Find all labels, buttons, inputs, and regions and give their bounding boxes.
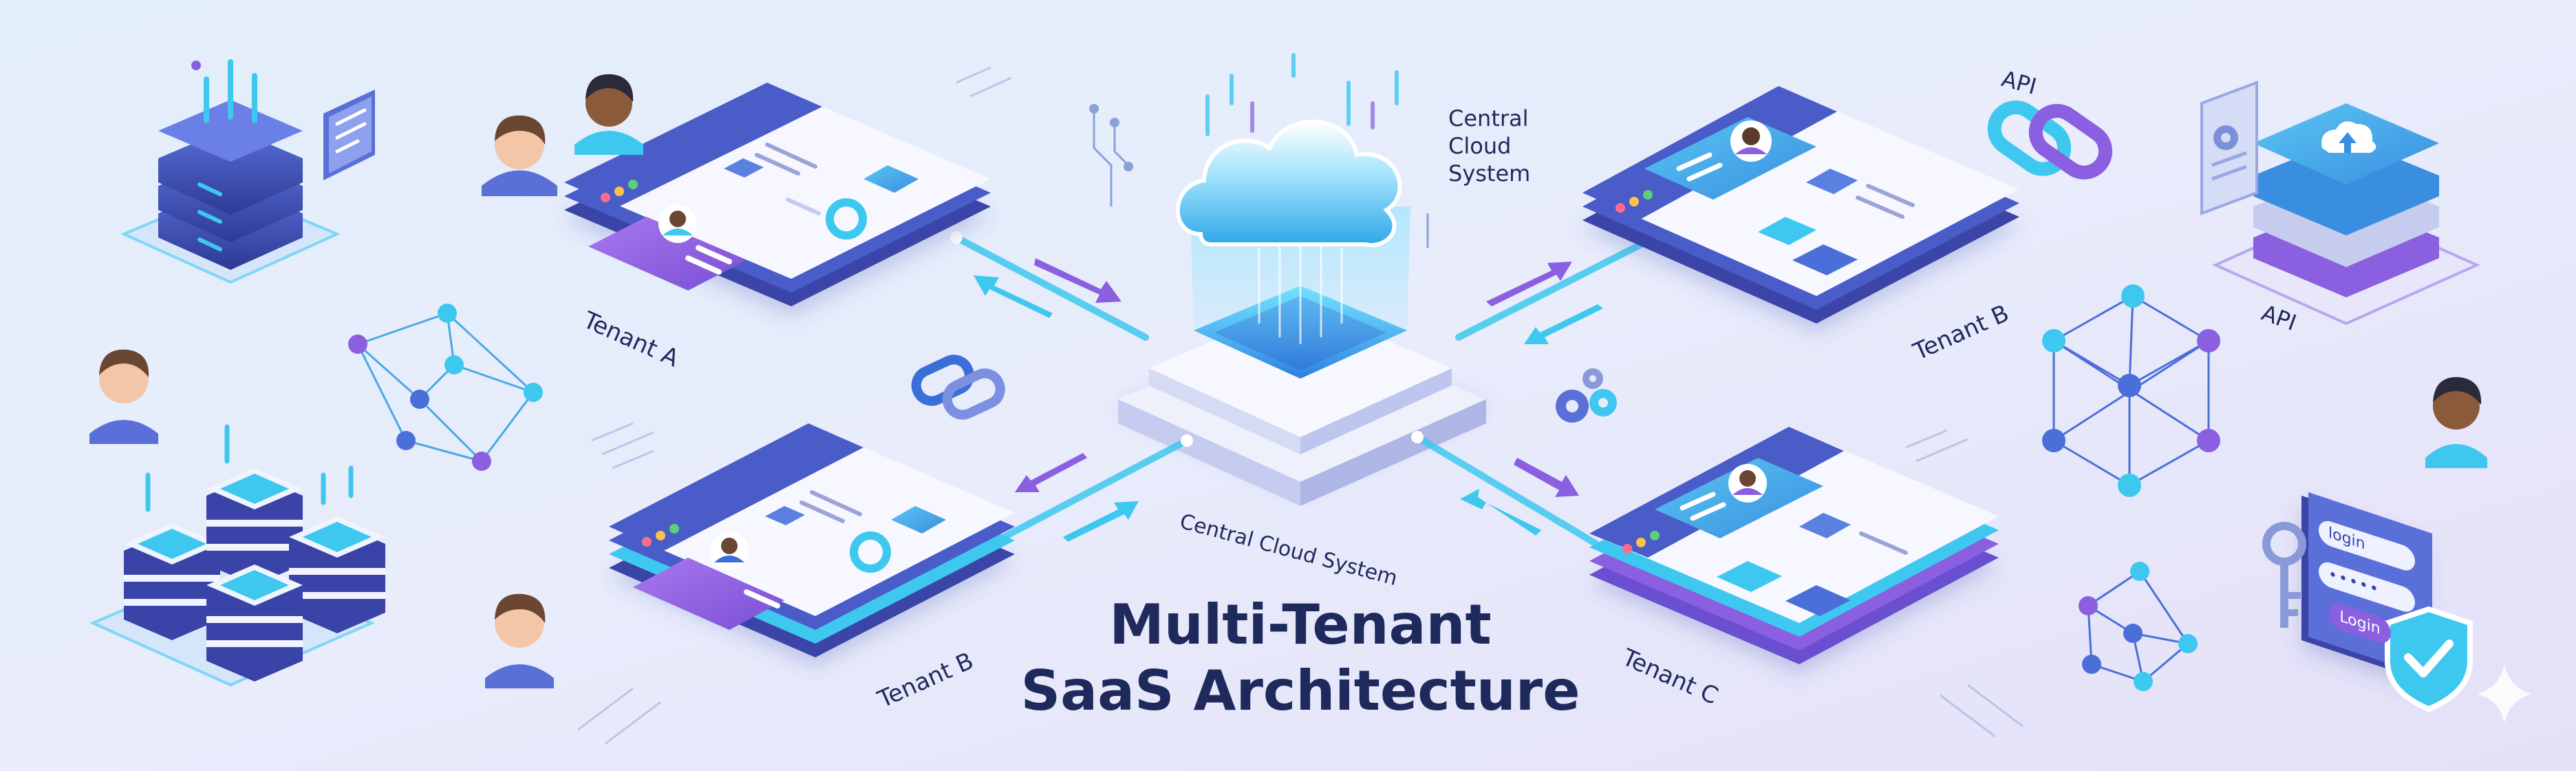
link-chain-icon	[911, 355, 1005, 420]
settings-panel-icon	[2200, 81, 2258, 215]
user-avatar-icon	[89, 349, 158, 444]
document-panel-icon	[323, 89, 375, 180]
tenant-a-dashboard	[564, 83, 991, 306]
key-icon	[2262, 522, 2306, 628]
user-avatar-icon	[575, 74, 643, 155]
user-avatar-icon	[485, 593, 554, 688]
tenant-b-dashboard-top	[1582, 86, 2019, 324]
user-avatar-icon	[2425, 377, 2487, 468]
central-label-line-1: Central	[1448, 105, 1529, 131]
arrow-icon	[974, 258, 1603, 542]
api-link-chain-icon	[1987, 101, 2113, 180]
network-graph-nodes	[2042, 284, 2220, 497]
gear-icon	[1556, 368, 1617, 423]
page-title: Multi-Tenant SaaS Architecture	[908, 592, 1693, 724]
tenant-b-dashboard-bottom	[609, 423, 1015, 657]
central-cloud-label: Central Cloud System	[1448, 105, 1530, 187]
central-label-line-3: System	[1448, 160, 1531, 187]
title-line-2: SaaS Architecture	[1020, 659, 1580, 723]
sparkle-icon	[2477, 664, 2532, 723]
database-stack-icon	[120, 59, 341, 284]
network-graph-nodes	[2079, 562, 2198, 691]
tenant-c-dashboard	[1589, 427, 1999, 664]
user-avatar-icon	[482, 115, 557, 196]
network-graph-nodes	[348, 304, 543, 471]
data-connections	[911, 231, 1654, 547]
cloud-upload-stack-icon	[2212, 103, 2480, 326]
central-cloud-hub	[1089, 53, 1486, 506]
title-line-1: Multi-Tenant	[1109, 593, 1492, 657]
server-cluster-icon	[89, 424, 385, 687]
central-label-line-2: Cloud	[1448, 133, 1512, 159]
shield-check-icon	[2385, 606, 2473, 712]
cloud-icon	[1175, 119, 1402, 248]
